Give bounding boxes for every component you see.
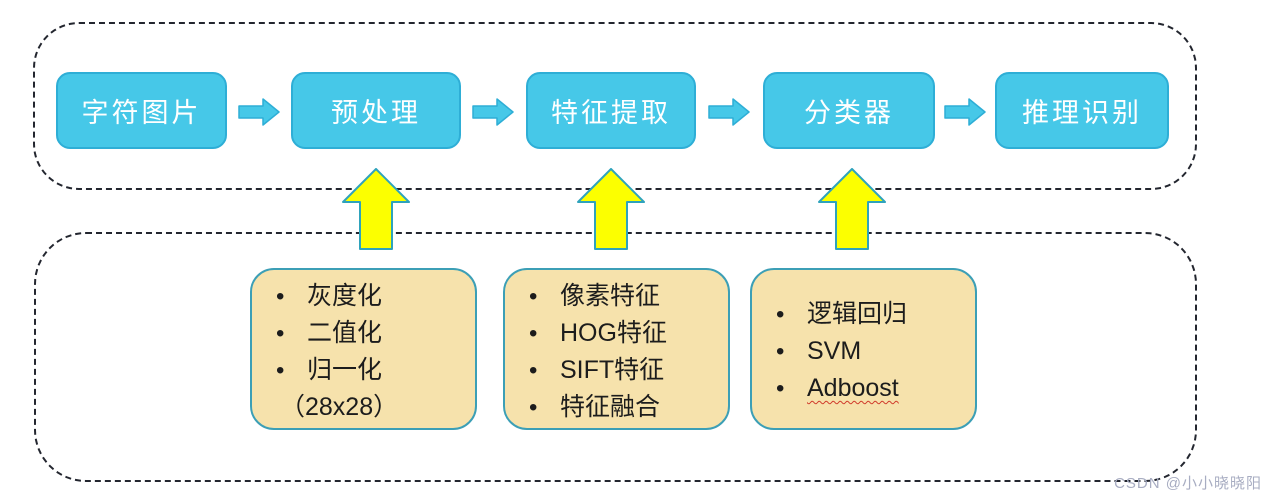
preprocessing-detail-panel: 灰度化 二值化 归一化 （28x28） [250,268,477,430]
flow-right-arrow-icon [238,98,280,126]
list-item: SVM [752,333,965,370]
list-item: 像素特征 [505,278,718,315]
list-item: 特征融合 [505,389,718,426]
process-box-preprocessing: 预处理 [291,72,461,149]
process-box-label: 推理识别 [1022,98,1142,128]
up-arrow-icon [818,168,886,250]
flow-right-arrow-icon [472,98,514,126]
flow-right-arrow-icon [944,98,986,126]
process-box-feature-extraction: 特征提取 [526,72,696,149]
up-arrow-icon [577,168,645,250]
list-item: 逻辑回归 [752,296,965,333]
list-item: Adboost [752,370,965,407]
process-box-classifier: 分类器 [763,72,935,149]
process-box-label: 分类器 [804,98,894,128]
feature-detail-list: 像素特征 HOG特征 SIFT特征 特征融合 [505,278,718,426]
list-item: 灰度化 [252,278,465,315]
process-box-inference: 推理识别 [995,72,1169,149]
up-arrow-icon [342,168,410,250]
size-note: （28x28） [280,393,399,421]
flow-right-arrow-icon [708,98,750,126]
preprocessing-detail-list: 灰度化 二值化 归一化 [252,278,465,389]
list-item-text: Adboost [807,374,899,402]
process-box-character-image: 字符图片 [56,72,227,149]
process-box-label: 字符图片 [81,98,202,128]
list-item: SIFT特征 [505,352,718,389]
process-box-label: 特征提取 [551,98,671,128]
list-item: 归一化 [252,352,465,389]
classifier-detail-list: 逻辑回归 SVM Adboost [752,296,965,407]
csdn-watermark: CSDN @小小晓晓阳 [1114,475,1262,492]
feature-detail-panel: 像素特征 HOG特征 SIFT特征 特征融合 [503,268,730,430]
list-item: HOG特征 [505,315,718,352]
process-box-label: 预处理 [331,98,421,128]
classifier-detail-panel: 逻辑回归 SVM Adboost [750,268,977,430]
list-item: 二值化 [252,315,465,352]
